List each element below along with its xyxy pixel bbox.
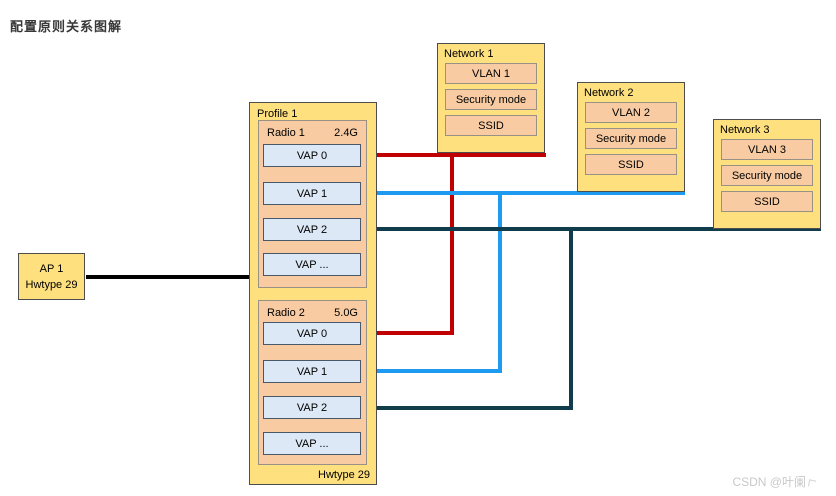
radio2-vap-more-node: VAP ... xyxy=(263,432,361,455)
network2-label: Network 2 xyxy=(584,87,634,99)
watermark: CSDN @叶阑 xyxy=(732,473,817,490)
connector-vap0-network1-bottom xyxy=(361,331,454,335)
radio2-vap1-node: VAP 1 xyxy=(263,360,361,383)
radio1-vap1-node: VAP 1 xyxy=(263,182,361,205)
network1-vlan-node: VLAN 1 xyxy=(445,63,537,84)
radio1-label: Radio 1 xyxy=(267,127,305,139)
network3-node: Network 3 VLAN 3 Security mode SSID xyxy=(713,119,821,229)
network1-ssid-node: SSID xyxy=(445,115,537,136)
ap-hwtype-label: Hwtype 29 xyxy=(25,278,78,291)
network1-security-mode-node: Security mode xyxy=(445,89,537,110)
radio1-vap2-node: VAP 2 xyxy=(263,218,361,241)
network2-node: Network 2 VLAN 2 Security mode SSID xyxy=(577,82,685,192)
page-title: 配置原则关系图解 xyxy=(10,19,123,34)
network1-node: Network 1 VLAN 1 Security mode SSID xyxy=(437,43,545,153)
network3-vlan-node: VLAN 3 xyxy=(721,139,813,160)
radio2-band-label: 5.0G xyxy=(334,307,358,319)
network2-vlan-node: VLAN 2 xyxy=(585,102,677,123)
radio1-band-label: 2.4G xyxy=(334,127,358,139)
ap-node: AP 1 Hwtype 29 xyxy=(18,253,85,300)
network2-security-mode-node: Security mode xyxy=(585,128,677,149)
network3-security-mode-node: Security mode xyxy=(721,165,813,186)
network1-label: Network 1 xyxy=(444,48,494,60)
radio2-vap2-node: VAP 2 xyxy=(263,396,361,419)
connector-vap1-network2-vertical xyxy=(498,191,502,373)
cursor-icon xyxy=(807,479,817,488)
radio2-vap0-node: VAP 0 xyxy=(263,322,361,345)
radio1-vap0-node: VAP 0 xyxy=(263,144,361,167)
profile-hwtype-label: Hwtype 29 xyxy=(318,469,370,481)
connector-vap1-network2-bottom xyxy=(361,369,502,373)
radio2-label: Radio 2 xyxy=(267,307,305,319)
connector-vap0-network1-vertical xyxy=(450,153,454,335)
network3-ssid-node: SSID xyxy=(721,191,813,212)
connector-ap-to-profile xyxy=(86,275,249,279)
connector-vap2-network3-top xyxy=(361,227,821,231)
watermark-text: CSDN @叶阑 xyxy=(732,475,806,489)
connector-vap2-network3-vertical xyxy=(569,227,573,410)
radio1-vap-more-node: VAP ... xyxy=(263,253,361,276)
connector-vap2-network3-bottom xyxy=(361,406,573,410)
ap-label: AP 1 xyxy=(39,262,64,275)
network3-label: Network 3 xyxy=(720,124,770,136)
profile-label: Profile 1 xyxy=(257,108,298,120)
connector-vap1-network2-top xyxy=(361,191,685,195)
network2-ssid-node: SSID xyxy=(585,154,677,175)
